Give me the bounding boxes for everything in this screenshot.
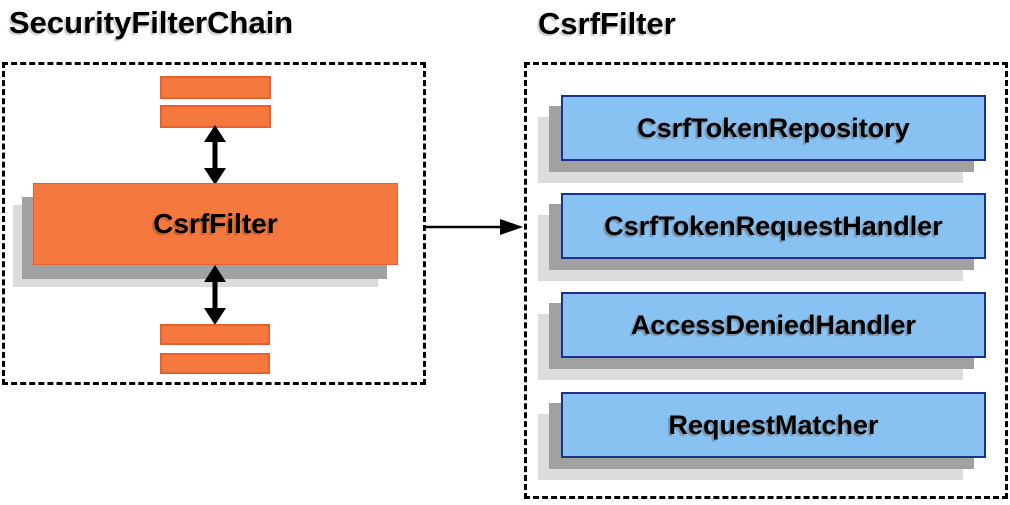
csrf-filter-box-label: CsrfFilter — [153, 208, 278, 239]
request-matcher-box: RequestMatcher — [561, 392, 986, 458]
filter-placeholder-bar — [160, 353, 270, 374]
filter-placeholder-bar — [160, 76, 271, 99]
csrf-token-request-handler-box: CsrfTokenRequestHandler — [561, 193, 986, 259]
csrf-filter-container — [524, 62, 1008, 499]
right-arrow-icon — [425, 219, 523, 235]
csrf-token-repository-box: CsrfTokenRepository — [561, 95, 986, 161]
filter-placeholder-bar — [160, 324, 270, 345]
component-label: RequestMatcher — [668, 409, 879, 440]
component-label: CsrfTokenRequestHandler — [604, 210, 943, 241]
bidirectional-arrow-icon — [204, 265, 226, 325]
csrf-filter-title: CsrfFilter — [538, 6, 676, 41]
component-label: CsrfTokenRepository — [637, 112, 910, 143]
access-denied-handler-box: AccessDeniedHandler — [561, 292, 986, 358]
csrf-filter-box: CsrfFilter — [33, 183, 398, 265]
security-filter-chain-container — [2, 62, 426, 385]
security-filter-chain-title: SecurityFilterChain — [9, 5, 294, 40]
bidirectional-arrow-icon — [204, 125, 226, 185]
component-label: AccessDeniedHandler — [630, 309, 917, 340]
